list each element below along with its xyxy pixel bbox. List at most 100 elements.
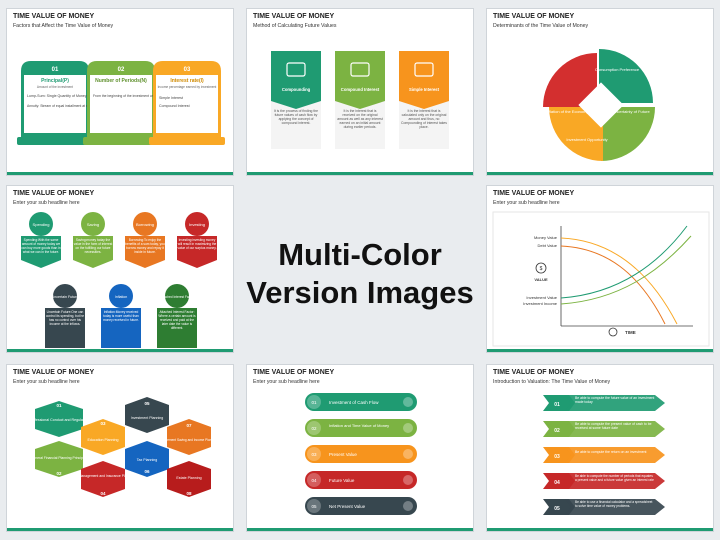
slide-subtitle: Method of Calculating Future Values: [253, 23, 337, 29]
svg-text:05: 05: [144, 401, 150, 406]
slide-value-time-graph[interactable]: TIME VALUE OF MONEY Enter your sub headl…: [486, 185, 714, 353]
svg-text:Spending: Spending: [33, 222, 50, 227]
svg-text:TIME: TIME: [625, 330, 636, 335]
svg-text:Compound Interest: Compound Interest: [159, 104, 190, 108]
factor-card-3: 03 Interest rate(I) Income percentage ea…: [149, 61, 225, 145]
hex-08: Estate Planning 08: [167, 461, 211, 497]
svg-text:Retirement Saving and Income P: Retirement Saving and Income Planning: [160, 438, 217, 442]
uses-diagram: Spending Spending:With the same amount o…: [21, 212, 217, 348]
slide-accent-bar: [487, 528, 713, 531]
center-headline-line2: Version Images: [246, 275, 474, 310]
svg-text:Lump-Sum: Single Quantity of M: Lump-Sum: Single Quantity of Money: [27, 94, 87, 98]
svg-text:From the beginning of the inve: From the beginning of the investment unt…: [93, 94, 174, 98]
pill-01: 01 Investment of Cash Flow: [305, 393, 417, 411]
arrow-item-05: 05 Be able to use a financial calculator…: [543, 499, 665, 515]
slide-subtitle: Enter your sub headline here: [13, 200, 80, 206]
top-row: Spending Spending:With the same amount o…: [21, 212, 217, 268]
factor-card-1: 01 Principal(P) Amount of the investment…: [17, 61, 114, 145]
slide-title: TIME VALUE OF MONEY: [253, 13, 335, 20]
methods-diagram: Compounding It is the process of finding…: [271, 51, 449, 149]
svg-text:04: 04: [100, 491, 106, 496]
svg-text:$: $: [540, 266, 543, 272]
hex-05: 05 Investment Planning: [125, 397, 169, 433]
hex-03: 03 Education Planning: [81, 419, 125, 455]
slide-subtitle: Enter your sub headline here: [253, 379, 320, 385]
value-time-graph: Money Value Debt Value Investment Value …: [492, 211, 710, 347]
svg-text:01: 01: [554, 402, 560, 408]
svg-text:Amount of the investment: Amount of the investment: [37, 85, 73, 89]
arrow-item-02: 02 Be able to compute the present value …: [543, 421, 665, 437]
slide-subtitle: Factors that Affect the Time Value of Mo…: [13, 23, 114, 29]
svg-text:Net Present Value: Net Present Value: [329, 504, 366, 509]
svg-text:02: 02: [311, 426, 317, 431]
slide-subtitle: Enter your sub headline here: [493, 200, 560, 206]
pill-04: 04 Future Value: [305, 471, 417, 489]
svg-text:Investment Planning: Investment Planning: [131, 416, 164, 420]
svg-text:Uncertain Future: Uncertain Future: [52, 295, 79, 299]
pill-03: 03 Present Value: [305, 445, 417, 463]
svg-text:Saving: Saving: [87, 222, 99, 227]
svg-text:Simple Interest: Simple Interest: [409, 87, 440, 92]
segment-uncertainty: [601, 107, 655, 161]
slide-accent-bar: [7, 528, 233, 531]
method-card-2: Compound Interest It is the interest tha…: [335, 51, 385, 149]
factor-num-1: 01: [52, 67, 59, 73]
determinants-wheel: Consumption Preference Uncertainty of Fu…: [543, 49, 655, 161]
svg-text:Present Value: Present Value: [329, 452, 357, 457]
method-card-1: Compounding It is the process of finding…: [271, 51, 321, 149]
slide-title: TIME VALUE OF MONEY: [13, 13, 95, 20]
svg-text:Principal(P): Principal(P): [41, 78, 69, 84]
svg-text:Income percentage earned by in: Income percentage earned by investment: [158, 85, 217, 89]
svg-text:Risk Management and Insurance: Risk Management and Insurance Planning: [71, 474, 135, 478]
svg-text:Borrowing: Borrowing: [136, 222, 154, 227]
svg-text:Money Value: Money Value: [534, 235, 558, 240]
hex-06: Tax Planning 06: [125, 441, 169, 477]
slide-future-values[interactable]: TIME VALUE OF MONEY Method of Calculatin…: [246, 8, 474, 176]
pill-list: 01 Investment of Cash Flow 02 Inflation …: [305, 393, 417, 515]
slide-title: TIME VALUE OF MONEY: [493, 190, 575, 197]
svg-text:07: 07: [186, 423, 192, 428]
slide-subtitle: Determinants of the Time Value of Money: [493, 23, 589, 29]
slide-determinants[interactable]: TIME VALUE OF MONEY Determinants of the …: [486, 8, 714, 176]
svg-text:Annuity: Stream of equal insta: Annuity: Stream of equal installment at …: [27, 104, 114, 108]
slide-planning-hexes[interactable]: TIME VALUE OF MONEY Enter your sub headl…: [6, 364, 234, 532]
slide-title: TIME VALUE OF MONEY: [253, 369, 335, 376]
svg-text:General Financial Planning Pri: General Financial Planning Principles: [31, 456, 88, 460]
svg-text:Inflation and Time Value of Mo: Inflation and Time Value of Money: [329, 423, 389, 428]
svg-text:01: 01: [56, 403, 62, 408]
slide-factors[interactable]: TIME VALUE OF MONEY Factors that Affect …: [6, 8, 234, 176]
slide-accent-bar: [7, 349, 233, 352]
svg-text:Inflation of the Economy: Inflation of the Economy: [546, 109, 589, 114]
pill-02: 02 Inflation and Time Value of Money: [305, 419, 417, 437]
svg-text:Uncertainty of Future: Uncertainty of Future: [612, 109, 650, 114]
hex-02: General Financial Planning Principles 02: [31, 441, 88, 477]
slide-subtitle: Introduction to Valuation: The Time Valu…: [493, 379, 611, 385]
center-headline: Multi-Color Version Images: [242, 236, 478, 312]
svg-text:03: 03: [554, 454, 560, 460]
svg-text:Investing: Investing: [189, 222, 205, 227]
svg-text:08: 08: [186, 491, 192, 496]
slide-spending-saving[interactable]: TIME VALUE OF MONEY Enter your sub headl…: [6, 185, 234, 353]
arrow-list: 01 Be able to compute the future value o…: [543, 395, 665, 515]
segment-consumption: [599, 49, 653, 103]
svg-text:Tax Planning: Tax Planning: [137, 458, 158, 462]
svg-text:Attached Interest Factor: Attached Interest Factor: [160, 295, 195, 299]
pill-05: 05 Net Present Value: [305, 497, 417, 515]
slide-pill-list[interactable]: TIME VALUE OF MONEY Enter your sub headl…: [246, 364, 474, 532]
segment-investment: [549, 107, 603, 161]
svg-text:Inflation: Inflation: [115, 295, 128, 299]
svg-text:Compounding: Compounding: [282, 87, 311, 92]
slide-valuation-arrows[interactable]: TIME VALUE OF MONEY Introduction to Valu…: [486, 364, 714, 532]
slide-subtitle: Enter your sub headline here: [13, 379, 80, 385]
hex-04: Risk Management and Insurance Planning 0…: [71, 461, 135, 497]
method-card-3: Simple Interest It is the interest that …: [399, 51, 449, 149]
svg-text:VALUE: VALUE: [534, 277, 548, 282]
slide-title: TIME VALUE OF MONEY: [493, 13, 575, 20]
factors-diagram: 01 Principal(P) Amount of the investment…: [17, 61, 225, 145]
factor-num-2: 02: [118, 67, 125, 73]
svg-text:03: 03: [311, 452, 317, 457]
hex-01: 01 Professional Conduct and Regulation: [29, 401, 89, 437]
svg-text:Investment Value: Investment Value: [526, 295, 557, 300]
factor-card-2: 02 Number of Periods(N) From the beginni…: [83, 61, 174, 145]
arrow-item-04: 04 Be able to compute the number of peri…: [543, 473, 665, 489]
